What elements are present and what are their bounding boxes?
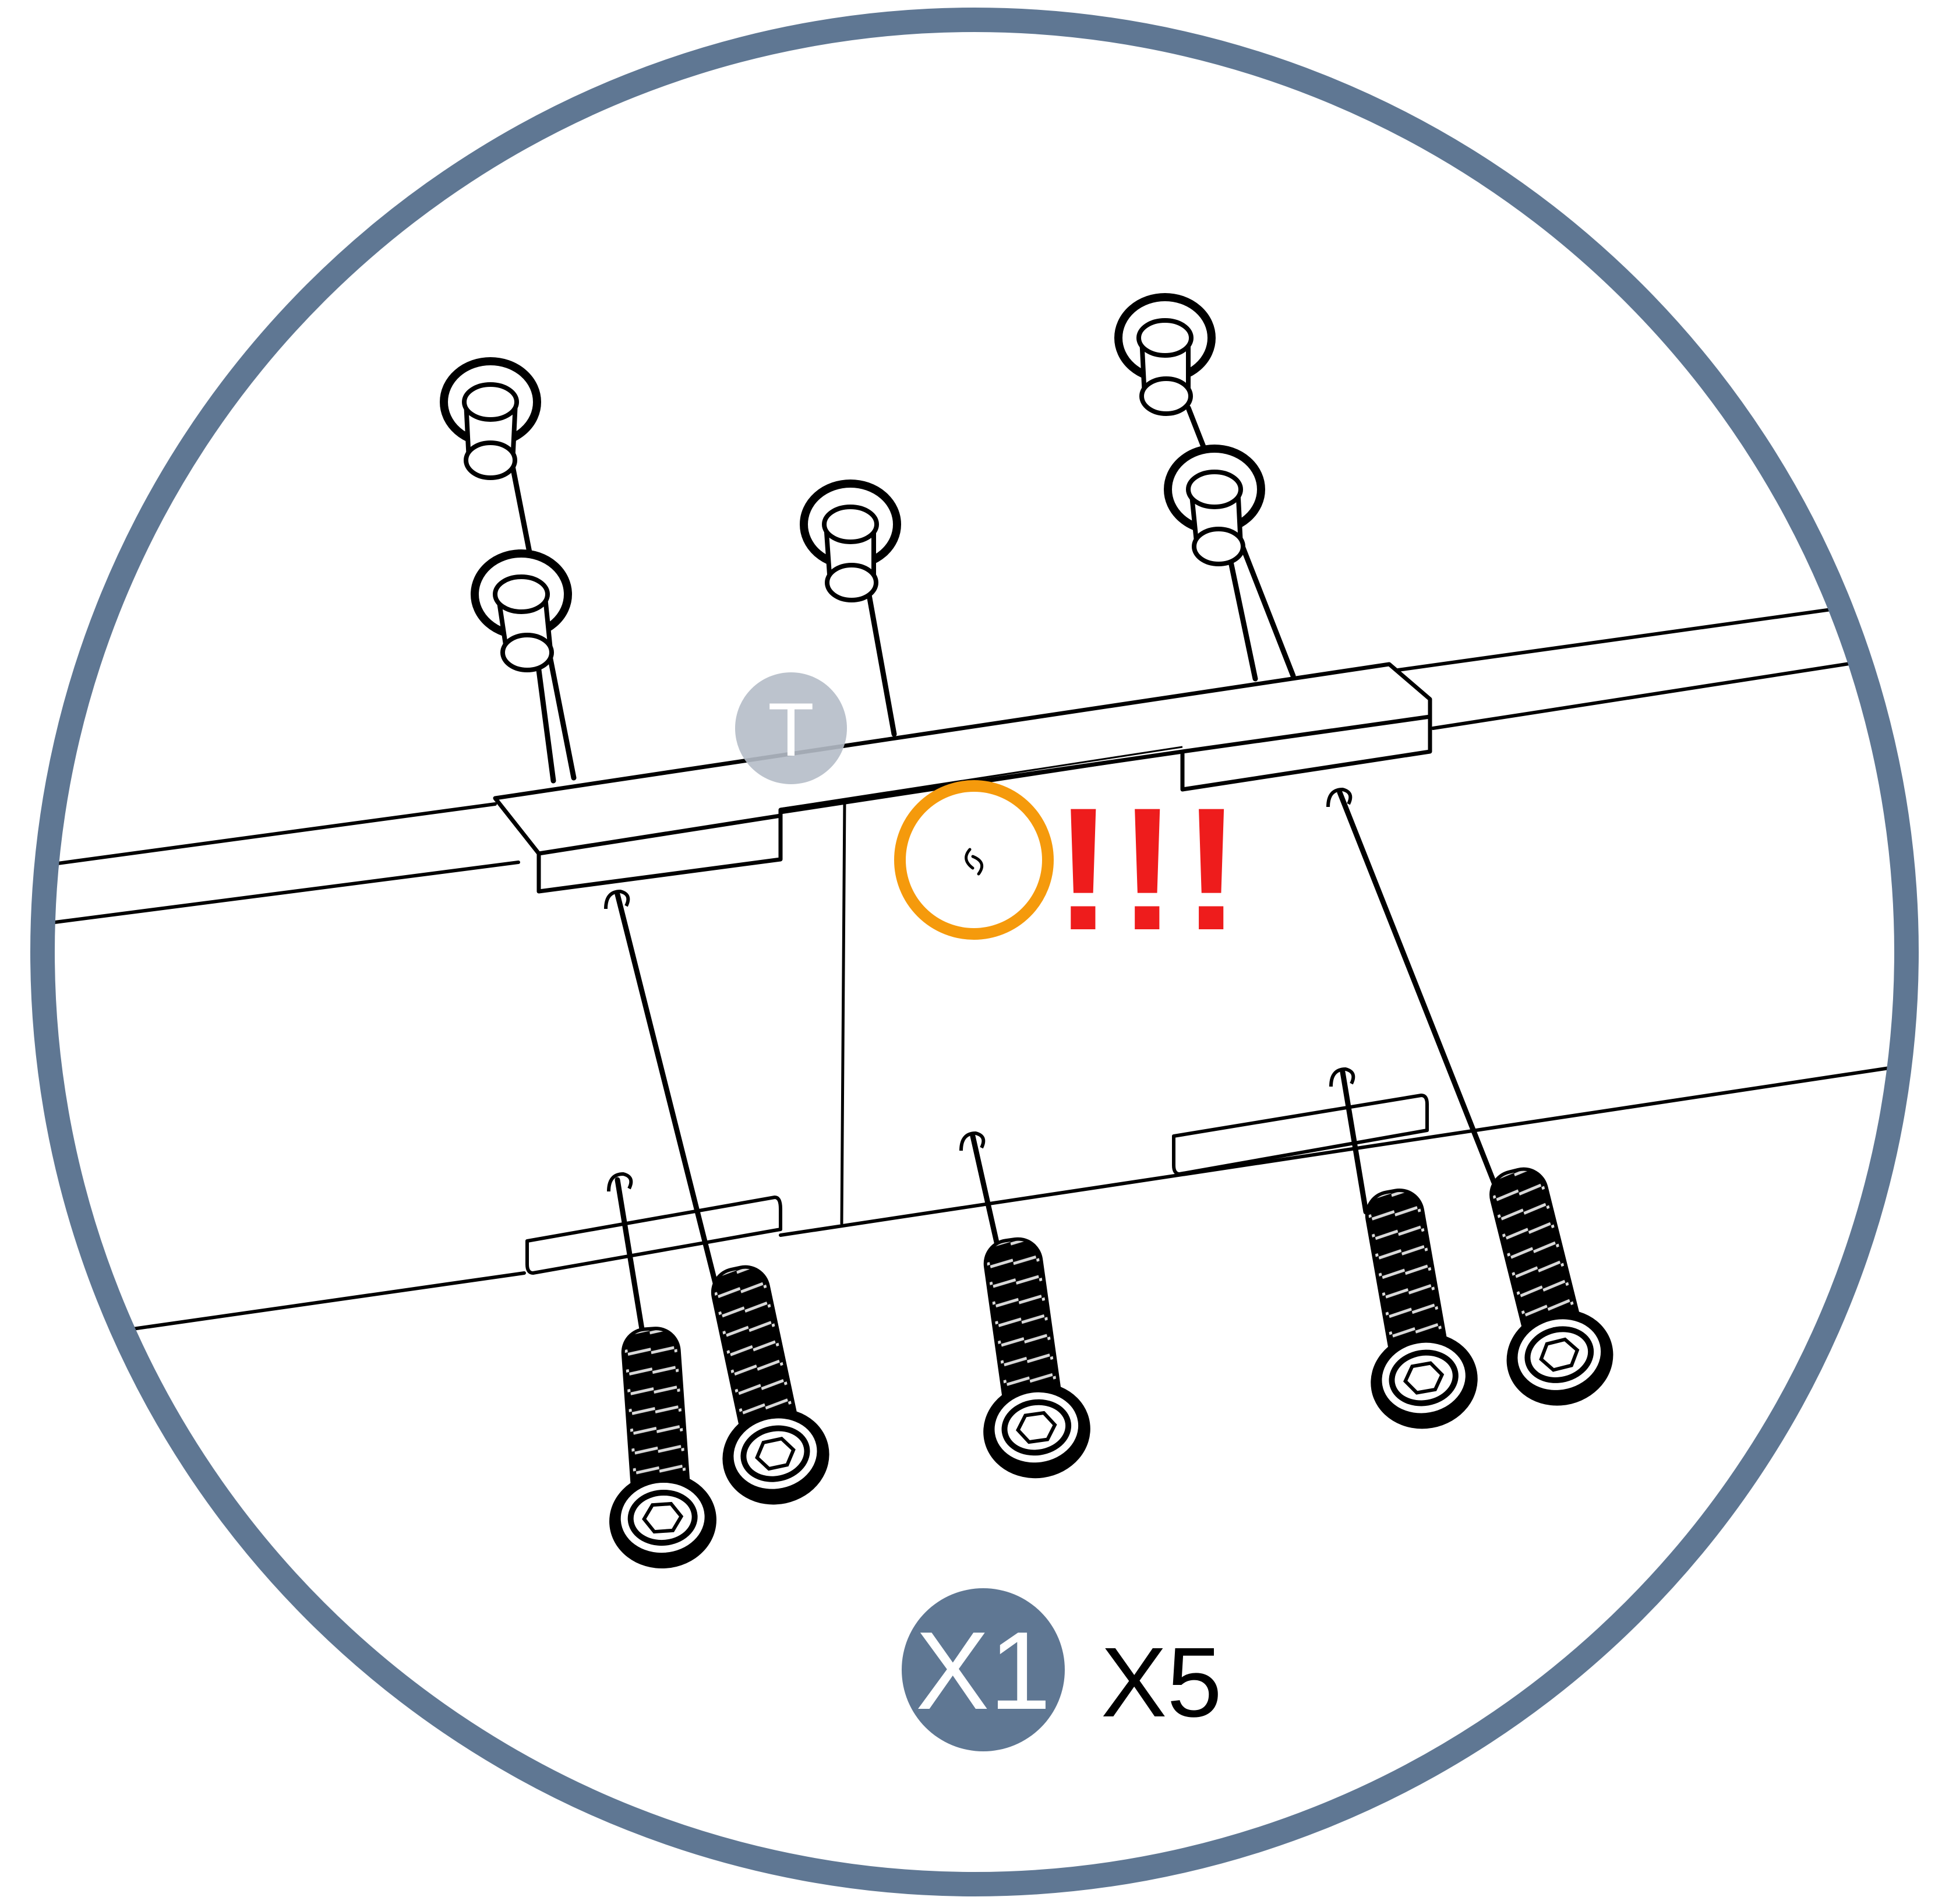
- tool-letter: T: [768, 687, 814, 772]
- tool-badge: T: [735, 672, 847, 784]
- warning-marks: !!!: [1054, 771, 1247, 967]
- hardware-quantity: X5: [1101, 1627, 1222, 1738]
- hardware-label: X1: [916, 1609, 1051, 1733]
